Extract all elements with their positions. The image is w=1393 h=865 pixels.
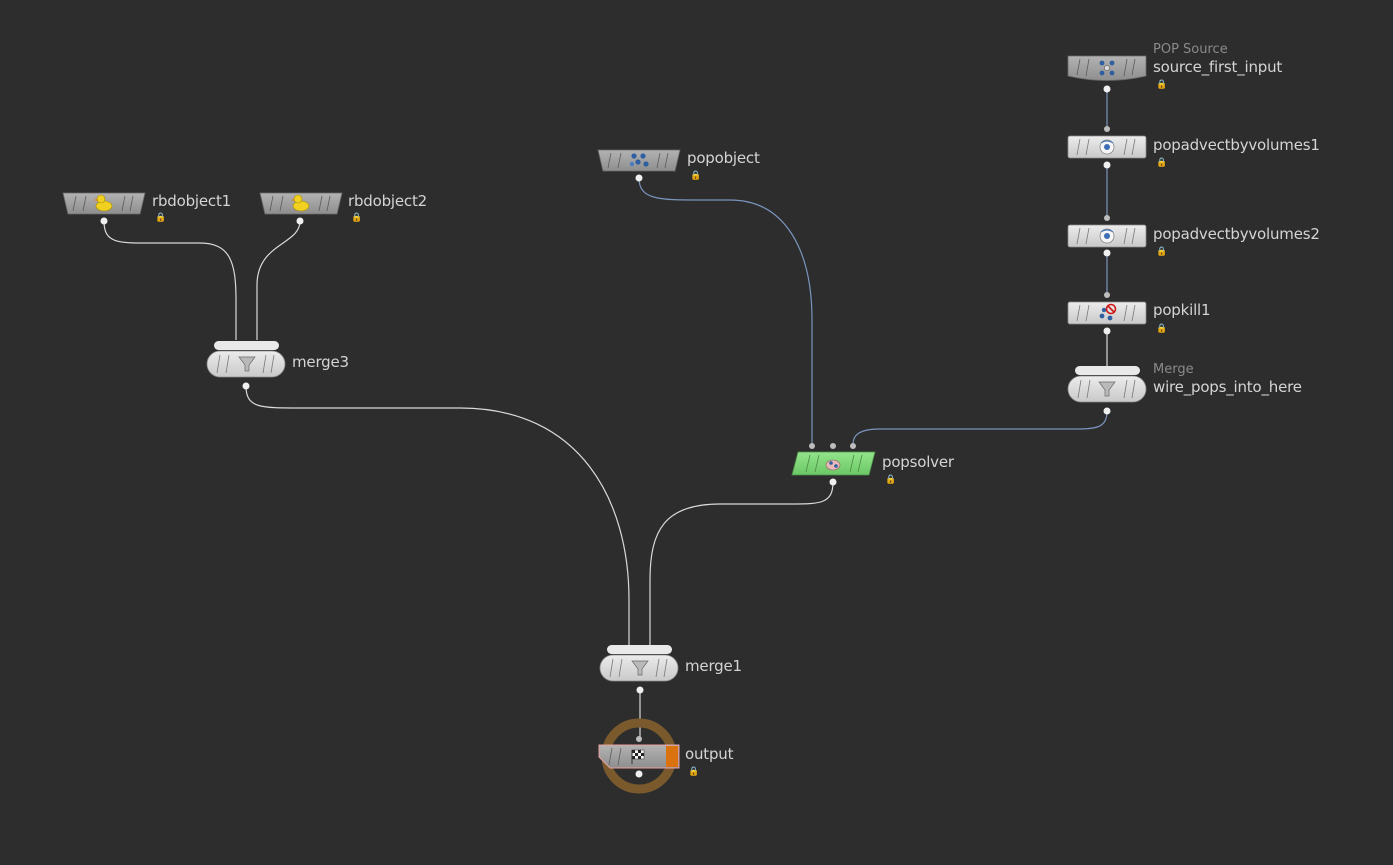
solver-icon (825, 459, 841, 471)
wire-rbdobject1-merge3[interactable] (103, 220, 237, 340)
node-merge1[interactable] (599, 645, 679, 694)
input-connector[interactable] (809, 443, 815, 449)
output-connector[interactable] (242, 382, 250, 390)
funnel-icon (631, 660, 649, 676)
lock-icon: 🔒 (1156, 158, 1168, 168)
node-rbdobject1[interactable] (62, 192, 146, 225)
node-popadvectbyvolumes2[interactable] (1067, 215, 1147, 257)
wires (103, 89, 1108, 738)
node-label-rbdobject2[interactable]: rbdobject2 (348, 192, 427, 210)
output-connector[interactable] (636, 686, 644, 694)
node-label-popobject[interactable]: popobject (687, 149, 760, 167)
checkered-flag-icon (631, 749, 645, 764)
wire-merge3-merge1[interactable] (245, 385, 630, 645)
node-rbdobject2[interactable] (259, 192, 343, 225)
input-connector[interactable] (1104, 215, 1110, 221)
output-connector[interactable] (829, 478, 837, 486)
rubber-duck-icon (291, 194, 310, 212)
node-label-merge1[interactable]: merge1 (685, 657, 742, 675)
node-merge3[interactable] (206, 341, 286, 390)
input-connector[interactable] (850, 443, 856, 449)
output-connector[interactable] (1103, 327, 1111, 335)
pop-source-icon (1099, 60, 1115, 76)
node-output[interactable] (598, 718, 680, 794)
lock-icon: 🔒 (155, 213, 167, 223)
wire-pops-popsolver[interactable] (852, 410, 1108, 445)
node-type-wire-pops-into-here: Merge (1153, 362, 1194, 377)
output-connector[interactable] (100, 217, 108, 225)
input-connector[interactable] (636, 736, 642, 742)
lock-icon: 🔒 (351, 213, 363, 223)
node-label-popsolver[interactable]: popsolver (882, 453, 954, 471)
input-connector[interactable] (830, 443, 836, 449)
node-source-first-input[interactable] (1067, 55, 1147, 93)
lock-icon: 🔒 (1156, 247, 1168, 257)
node-label-source-first-input[interactable]: source_first_input (1153, 58, 1283, 76)
input-connector[interactable] (1104, 292, 1110, 298)
input-connector[interactable] (1104, 126, 1110, 132)
output-connector[interactable] (1103, 161, 1111, 169)
output-connector[interactable] (296, 217, 304, 225)
particles-icon (629, 153, 649, 167)
node-wire-pops-into-here[interactable] (1067, 366, 1147, 415)
funnel-icon (238, 356, 256, 372)
output-connector[interactable] (635, 174, 643, 182)
wire-popsolver-merge1[interactable] (649, 481, 834, 645)
lock-icon: 🔒 (688, 767, 700, 777)
node-label-popadvectbyvolumes1[interactable]: popadvectbyvolumes1 (1153, 136, 1320, 154)
output-connector[interactable] (1103, 249, 1111, 257)
node-label-merge3[interactable]: merge3 (292, 353, 349, 371)
node-popkill1[interactable] (1067, 292, 1147, 335)
advect-icon (1099, 139, 1115, 155)
output-connector[interactable] (1103, 85, 1111, 93)
advect-icon (1099, 228, 1115, 244)
lock-icon: 🔒 (690, 171, 702, 181)
rubber-duck-icon (94, 194, 113, 212)
output-connector[interactable] (635, 770, 643, 778)
node-popsolver[interactable] (791, 443, 876, 486)
wire-rbdobject2-merge3[interactable] (256, 220, 301, 340)
output-flag[interactable] (666, 746, 678, 767)
funnel-icon (1098, 381, 1116, 397)
lock-icon: 🔒 (885, 475, 897, 485)
wire-popobject-popsolver[interactable] (638, 177, 813, 444)
node-type-source-first-input: POP Source (1153, 42, 1228, 57)
node-label-output[interactable]: output (685, 745, 734, 763)
node-label-popadvectbyvolumes2[interactable]: popadvectbyvolumes2 (1153, 225, 1320, 243)
node-label-wire-pops-into-here[interactable]: wire_pops_into_here (1153, 378, 1302, 396)
node-popadvectbyvolumes1[interactable] (1067, 126, 1147, 169)
node-label-rbdobject1[interactable]: rbdobject1 (152, 192, 231, 210)
output-connector[interactable] (1103, 407, 1111, 415)
lock-icon: 🔒 (1156, 324, 1168, 334)
node-popobject[interactable] (597, 149, 681, 182)
lock-icon: 🔒 (1156, 80, 1168, 90)
kill-icon (1099, 303, 1117, 321)
node-label-popkill1[interactable]: popkill1 (1153, 301, 1211, 319)
